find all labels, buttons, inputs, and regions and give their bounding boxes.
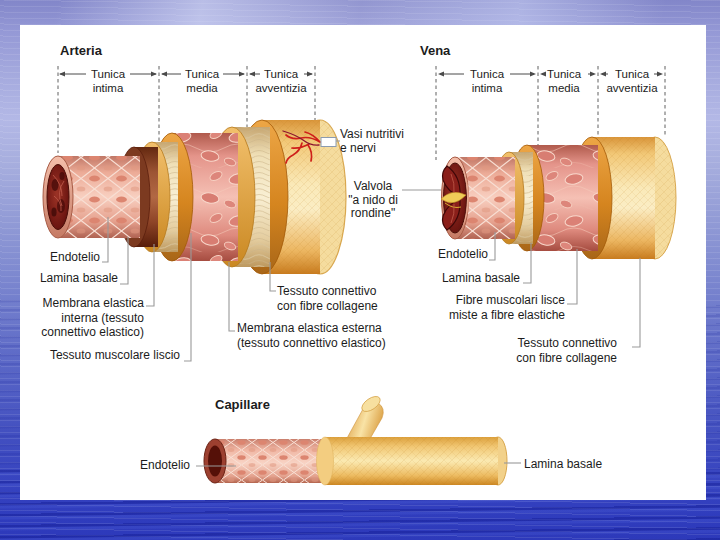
vein-lamina-basale-label: Lamina basale (428, 272, 520, 286)
artery-membrana-esterna-label: Membrana elastica esterna (tessuto conne… (237, 321, 417, 350)
vein-tessuto-connettivo-label: Tessuto connettivo con fibre collagene (477, 336, 617, 365)
artery-tessuto-connettivo-label: Tessuto connettivo con fibre collagene (277, 284, 407, 313)
capillary-endotelio-label: Endotelio (118, 459, 190, 473)
artery-lamina-basale-label: Lamina basale (28, 272, 118, 286)
artery-membrana-interna-label: Membrana elastica interna (tessuto conne… (22, 296, 144, 340)
nutrient-vessels-pointer-tag (321, 138, 336, 147)
capillary-title: Capillare (215, 397, 270, 412)
vein-fibre-muscolari-label: Fibre muscolari lisce miste a fibre elas… (420, 293, 565, 322)
vein-tunica-media-label: Tunica media (534, 68, 594, 95)
valvola-label: Valvola "a nido di rondine" (340, 180, 406, 221)
artery-tessuto-muscolare-label: Tessuto muscolare liscio (40, 349, 180, 363)
vasi-nutritivi-label: Vasi nutritivi e nervi (340, 128, 420, 155)
vein-title: Vena (420, 43, 450, 58)
artery-endotelio-label: Endotelio (30, 251, 100, 265)
artery-tunica-media-label: Tunica media (172, 68, 232, 95)
vein-illustration (441, 137, 676, 259)
artery-lumen (47, 165, 69, 230)
vein-endotelio-label: Endotelio (418, 248, 488, 262)
artery-title: Arteria (60, 43, 102, 58)
capillary-lamina-basale-label: Lamina basale (524, 458, 624, 472)
artery-tunica-intima-label: Tunica intima (78, 68, 138, 95)
artery-tunica-avventizia-label: Tunica avventizia (250, 68, 312, 95)
vein-tunica-avventizia-label: Tunica avventizia (601, 68, 663, 95)
vein-tunica-intima-label: Tunica intima (457, 68, 517, 95)
